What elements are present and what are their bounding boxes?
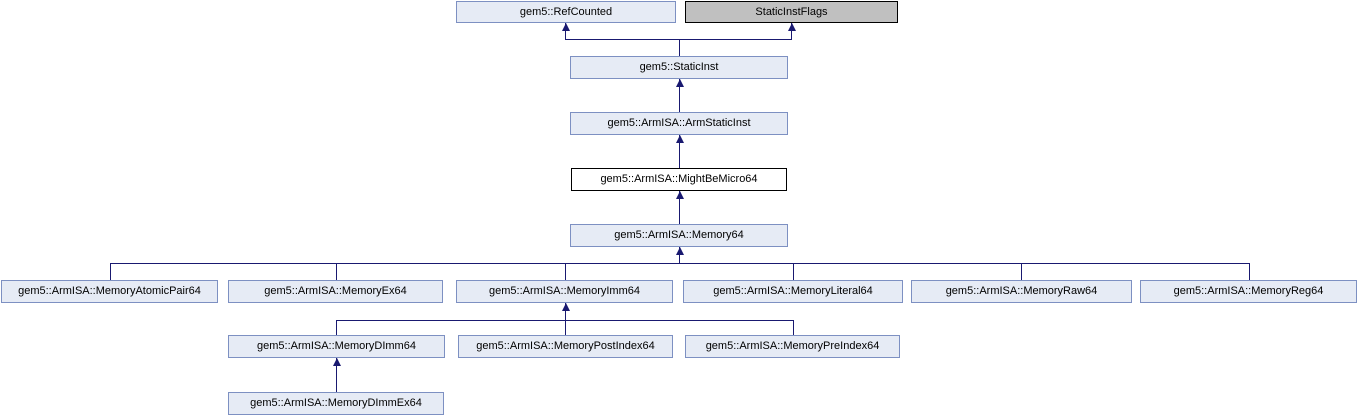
edge-line xyxy=(110,263,111,281)
class-node-memoryraw64[interactable]: gem5::ArmISA::MemoryRaw64 xyxy=(911,280,1132,303)
edge-line xyxy=(110,263,1250,264)
class-node-memoryimm64[interactable]: gem5::ArmISA::MemoryImm64 xyxy=(456,280,673,303)
class-node-memorydimmex64[interactable]: gem5::ArmISA::MemoryDImmEx64 xyxy=(228,392,444,415)
edge-line xyxy=(679,39,680,57)
class-node-memorypostindex64[interactable]: gem5::ArmISA::MemoryPostIndex64 xyxy=(458,335,673,358)
edge-line xyxy=(565,303,566,336)
edge-line xyxy=(565,263,566,281)
class-node-memoryex64[interactable]: gem5::ArmISA::MemoryEx64 xyxy=(228,280,443,303)
edge-line xyxy=(336,320,794,321)
edge-line xyxy=(679,247,680,264)
class-node-refcounted[interactable]: gem5::RefCounted xyxy=(456,1,676,23)
class-node-memoryliteral64[interactable]: gem5::ArmISA::MemoryLiteral64 xyxy=(683,280,903,303)
class-node-staticinstflags[interactable]: StaticInstFlags xyxy=(685,1,898,23)
inheritance-arrowhead-icon xyxy=(561,23,570,31)
edge-line xyxy=(336,358,337,393)
edge-line xyxy=(679,191,680,225)
inheritance-arrowhead-icon xyxy=(675,247,684,255)
edge-line xyxy=(791,23,792,40)
inheritance-arrowhead-icon xyxy=(332,358,341,366)
class-node-armstaticinst[interactable]: gem5::ArmISA::ArmStaticInst xyxy=(570,112,788,135)
edge-line xyxy=(679,135,680,169)
edge-line xyxy=(1021,263,1022,281)
class-node-memoryreg64[interactable]: gem5::ArmISA::MemoryReg64 xyxy=(1140,280,1357,303)
edge-line xyxy=(793,320,794,336)
class-node-memorypreindex64[interactable]: gem5::ArmISA::MemoryPreIndex64 xyxy=(685,335,900,358)
class-node-mightbemicro64: gem5::ArmISA::MightBeMicro64 xyxy=(571,168,787,191)
inheritance-arrowhead-icon xyxy=(675,191,684,199)
edge-line xyxy=(336,263,337,281)
edge-line xyxy=(565,23,566,40)
edge-line xyxy=(793,263,794,281)
class-node-memorydimm64[interactable]: gem5::ArmISA::MemoryDImm64 xyxy=(228,335,445,358)
inheritance-arrowhead-icon xyxy=(787,23,796,31)
inheritance-arrowhead-icon xyxy=(675,135,684,143)
edge-line xyxy=(679,79,680,113)
class-node-memory64[interactable]: gem5::ArmISA::Memory64 xyxy=(570,224,788,247)
edge-line xyxy=(565,39,792,40)
edge-line xyxy=(336,320,337,336)
edge-line xyxy=(1249,263,1250,281)
inheritance-arrowhead-icon xyxy=(561,303,570,311)
class-node-staticinst[interactable]: gem5::StaticInst xyxy=(570,56,788,79)
class-node-memoryatomicpair64[interactable]: gem5::ArmISA::MemoryAtomicPair64 xyxy=(1,280,218,303)
inheritance-arrowhead-icon xyxy=(675,79,684,87)
